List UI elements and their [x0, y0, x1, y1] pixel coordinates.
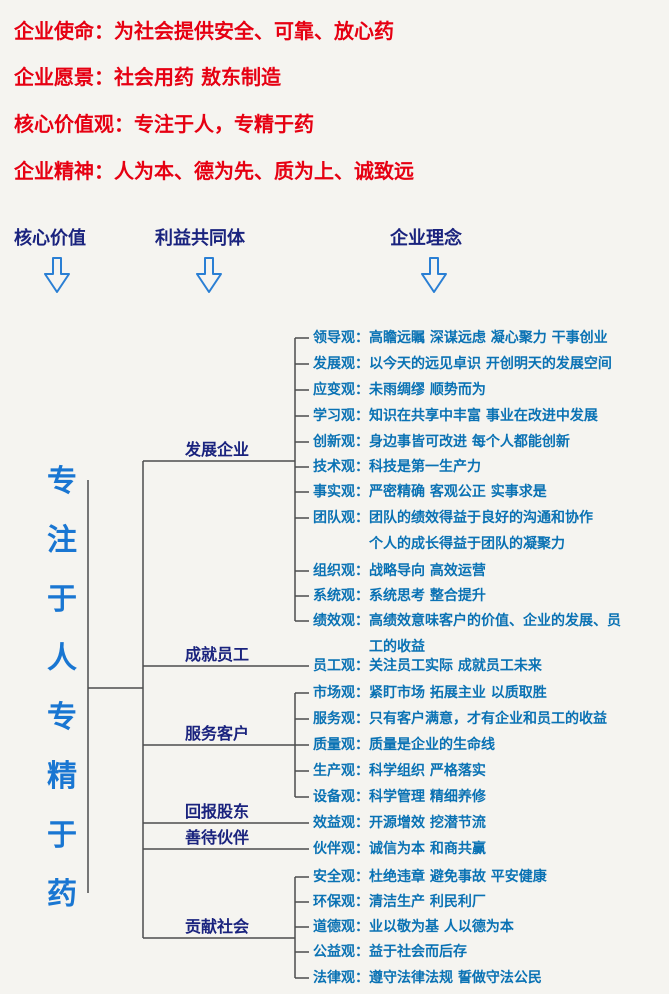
- leaf-text: 发展观：以今天的远见卓识 开创明天的发展空间: [313, 356, 612, 372]
- leaf-text: 安全观：杜绝违章 避免事故 平安健康: [313, 869, 547, 885]
- down-arrow-icon: [196, 257, 222, 293]
- branch-node-serve-customers: 服务客户: [185, 724, 250, 743]
- leaf-text: 绩效观：高绩效意味客户的价值、企业的发展、员: [313, 613, 621, 629]
- leaf-text: 领导观：高瞻远瞩 深谋远虑 凝心聚力 干事创业: [313, 330, 608, 346]
- down-arrow-icon: [44, 257, 70, 293]
- leaf-text: 创新观：身边事皆可改进 每个人都能创新: [313, 434, 570, 450]
- branch-node-develop-enterprise: 发展企业: [185, 440, 250, 459]
- branch-node-achieve-employees: 成就员工: [185, 645, 250, 664]
- leaf-text: 团队观：团队的绩效得益于良好的沟通和协作: [313, 510, 593, 526]
- leaf-text: 效益观：开源增效 挖潜节流: [313, 815, 486, 831]
- leaf-text: 环保观：清洁生产 利民利厂: [313, 894, 486, 910]
- leaf-text: 设备观：科学管理 精细养修: [313, 789, 486, 805]
- core-value-char: 人: [47, 641, 77, 676]
- leaf-text: 事实观：严密精确 客观公正 实事求是: [313, 484, 547, 500]
- core-value-char: 于: [47, 582, 77, 617]
- leaf-text: 法律观：遵守法律法规 誓做守法公民: [313, 970, 542, 986]
- core-value-char: 注: [47, 523, 77, 558]
- leaf-text: 员工观：关注员工实际 成就员工未来: [313, 658, 542, 674]
- leaf-text-cont: 个人的成长得益于团队的凝聚力: [369, 536, 565, 552]
- leaf-text: 学习观：知识在共享中丰富 事业在改进中发展: [313, 408, 598, 424]
- down-arrow-icon: [421, 257, 447, 293]
- leaf-text: 组织观：战略导向 高效运营: [313, 563, 486, 579]
- leaf-text: 道德观：业以敬为基 人以德为本: [313, 919, 514, 935]
- core-value-char: 专: [47, 464, 77, 499]
- mission-statement: 企业使命：为社会提供安全、可靠、放心药: [14, 19, 394, 43]
- leaf-text: 生产观：科学组织 严格落实: [313, 763, 486, 779]
- column-header-core-value: 核心价值: [14, 228, 86, 249]
- spirit-statement: 企业精神：人为本、德为先、质为上、诚致远: [14, 159, 414, 183]
- core-values-statement: 核心价值观：专注于人，专精于药: [14, 112, 314, 136]
- branch-node-treat-partners: 善待伙伴: [185, 828, 250, 847]
- branch-node-reward-shareholders: 回报股东: [185, 802, 250, 821]
- branch-node-contribute-society: 贡献社会: [185, 917, 250, 936]
- leaf-text: 质量观：质量是企业的生命线: [313, 737, 495, 753]
- leaf-text: 伙伴观：诚信为本 和商共赢: [313, 841, 486, 857]
- vision-statement: 企业愿景：社会用药 敖东制造: [14, 65, 281, 89]
- core-value-char: 精: [47, 759, 77, 794]
- core-value-char: 于: [47, 818, 77, 853]
- leaf-text: 技术观：科技是第一生产力: [313, 459, 481, 475]
- leaf-text-cont: 工的收益: [369, 639, 425, 655]
- leaf-text: 服务观：只有客户满意，才有企业和员工的收益: [313, 711, 607, 727]
- leaf-text: 公益观：益于社会而后存: [313, 944, 467, 960]
- leaf-text: 应变观：未雨绸缪 顺势而为: [313, 382, 486, 398]
- core-value-char: 药: [47, 877, 77, 912]
- leaf-text: 市场观：紧盯市场 拓展主业 以质取胜: [313, 685, 547, 701]
- column-header-philosophy: 企业理念: [390, 228, 462, 249]
- leaf-text: 系统观：系统思考 整合提升: [313, 588, 486, 604]
- column-header-stakeholders: 利益共同体: [155, 228, 245, 249]
- core-value-char: 专: [47, 700, 77, 735]
